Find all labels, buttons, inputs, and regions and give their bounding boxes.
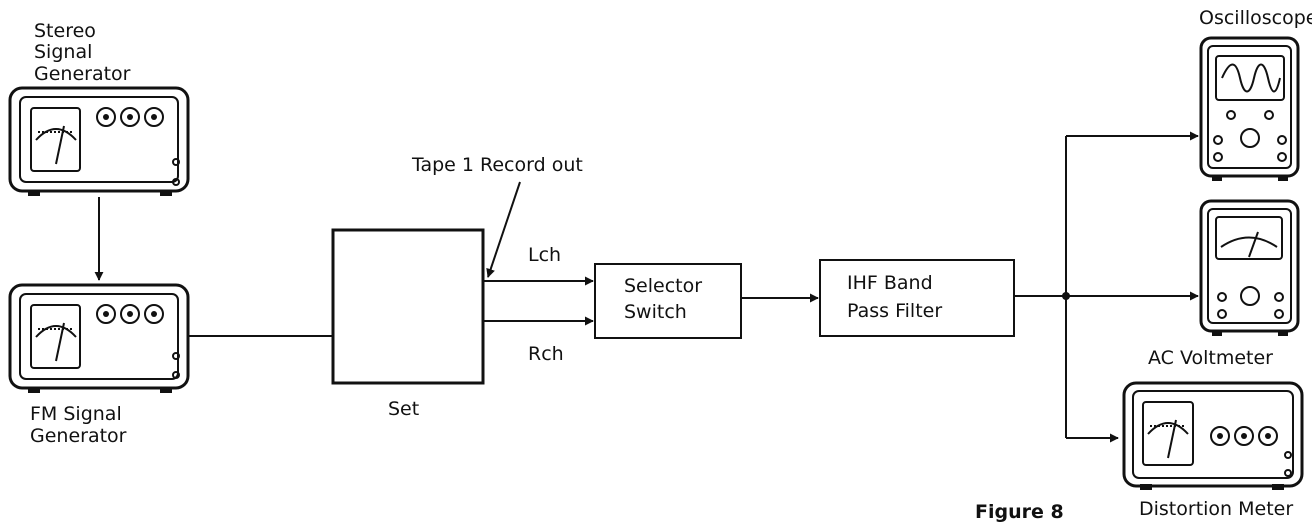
distortion-meter-icon	[1122, 381, 1304, 490]
distortion-meter-label: Distortion Meter	[1139, 498, 1293, 520]
fm-gen-label-2: Generator	[30, 425, 127, 447]
tape-out-pointer	[486, 181, 521, 278]
stereo-signal-generator-icon	[8, 86, 190, 196]
fm-gen-label-1: FM Signal	[30, 403, 122, 425]
filter-label-1: IHF Band	[847, 272, 933, 294]
ac-voltmeter-icon	[1199, 199, 1300, 336]
selector-switch-box	[594, 263, 742, 339]
selector-label-1: Selector	[624, 275, 702, 297]
stereo-gen-label-1: Stereo	[34, 20, 96, 42]
fm-signal-generator-icon	[8, 283, 190, 393]
ihf-filter-box	[819, 259, 1015, 337]
rch-label: Rch	[528, 343, 564, 365]
set-label: Set	[388, 398, 419, 420]
ac-voltmeter-label: AC Voltmeter	[1148, 347, 1273, 369]
oscilloscope-icon	[1199, 36, 1300, 181]
figure-caption: Figure 8	[975, 501, 1064, 523]
oscilloscope-label: Oscilloscope	[1199, 7, 1312, 29]
tape-out-label: Tape 1 Record out	[411, 154, 583, 176]
lch-label: Lch	[528, 244, 561, 266]
filter-label-2: Pass Filter	[847, 300, 942, 322]
selector-label-2: Switch	[624, 301, 687, 323]
set-box	[331, 228, 485, 385]
stereo-gen-label-2: Signal	[34, 41, 92, 63]
stereo-gen-label-3: Generator	[34, 63, 131, 85]
